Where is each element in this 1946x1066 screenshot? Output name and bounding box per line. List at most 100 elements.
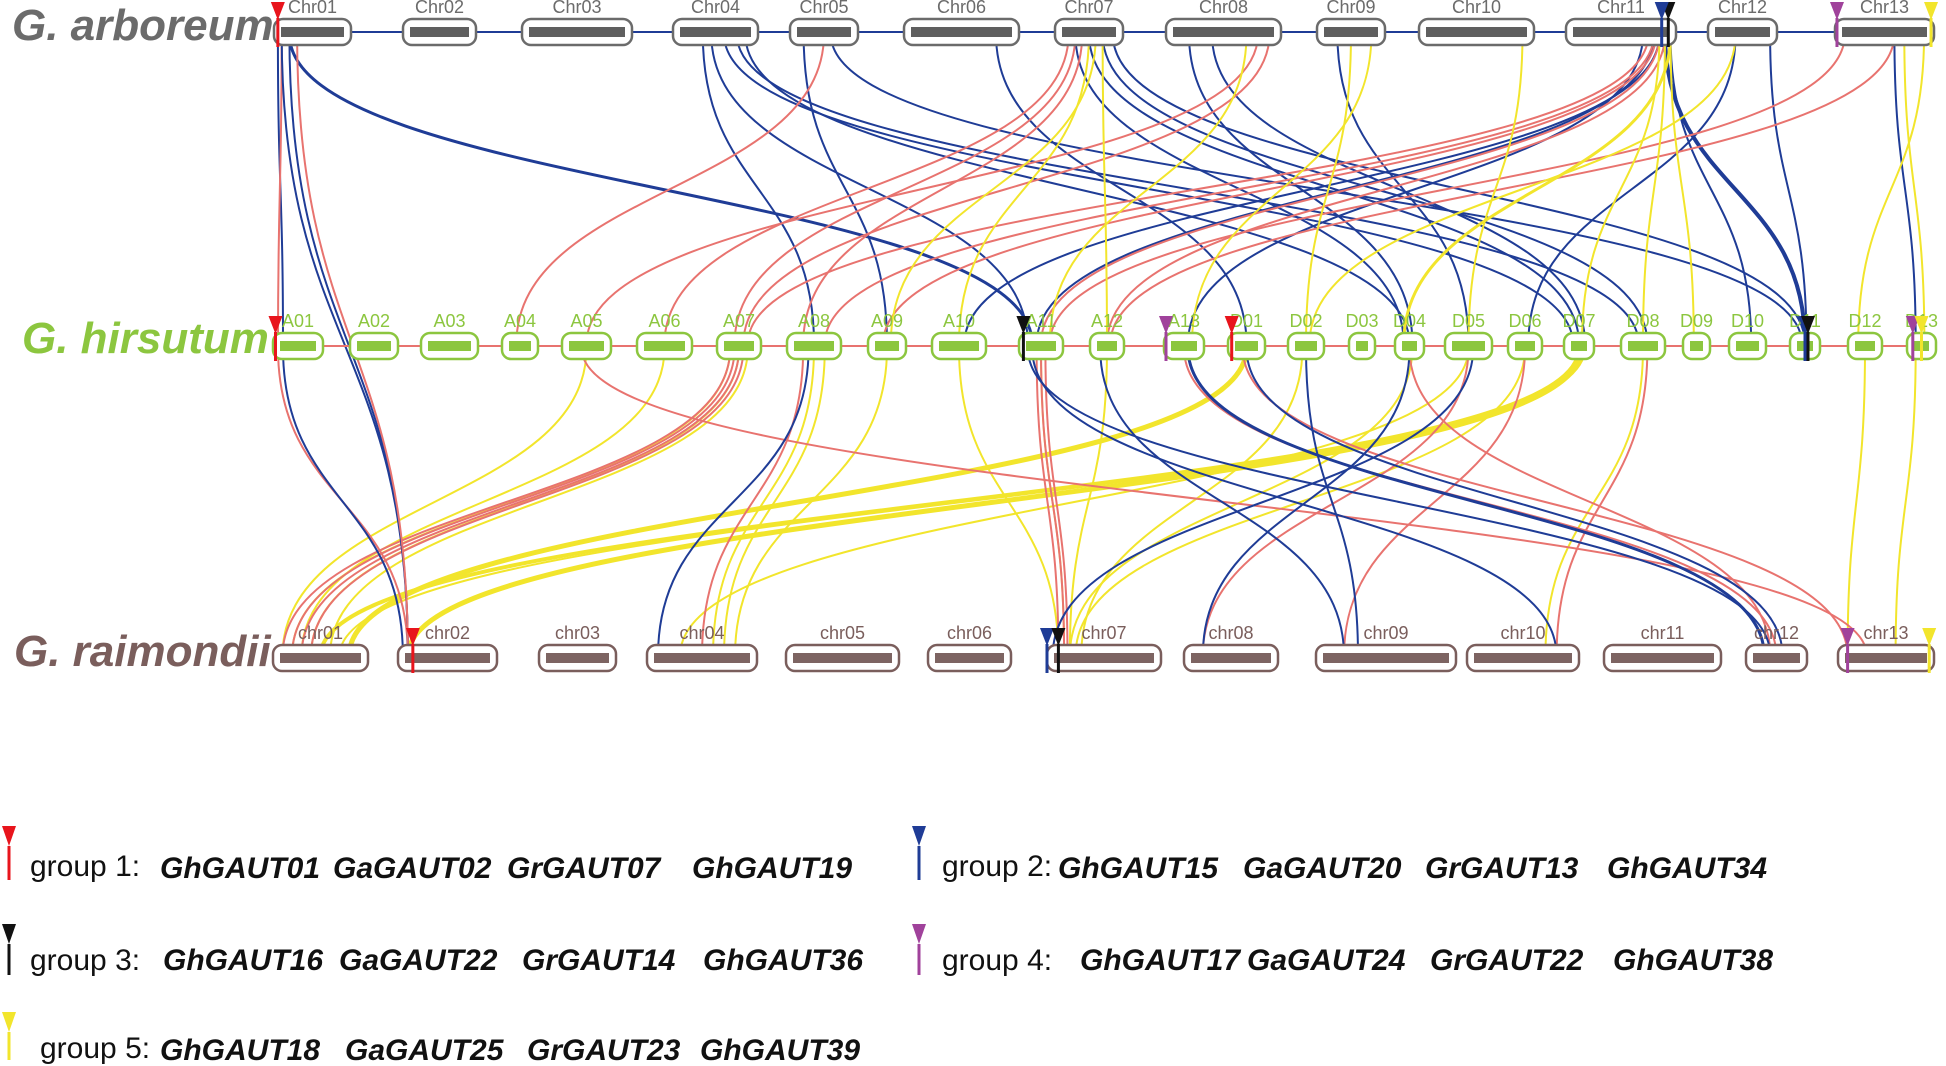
chromosome-ga-chr13: Chr13: [1833, 0, 1936, 47]
synteny-link-blue: [1663, 33, 1807, 345]
chromosome-bar: [1426, 27, 1527, 37]
gene-marker-group-5: [1924, 2, 1939, 47]
chromosome-label: chr10: [1500, 623, 1545, 643]
synteny-link-yellow: [889, 33, 1097, 345]
synteny-link-blue: [735, 33, 1640, 345]
chromosome-bar: [529, 27, 625, 37]
chromosome-label: A05: [570, 311, 602, 331]
gene-marker-group-5: [1922, 628, 1937, 673]
chromosome-label: A10: [943, 311, 975, 331]
chromosome-gr-chr07: chr07: [1045, 623, 1163, 673]
marker-head: [1829, 2, 1844, 20]
chromosome-label: Chr06: [937, 0, 986, 17]
synteny-link-blue: [1111, 33, 1806, 345]
legend: group 1: GhGAUT01 GaGAUT02 GrGAUT07 GhGA…: [2, 826, 1773, 1066]
chromosome-bar: [1753, 653, 1800, 663]
chromosome-label: A11: [1026, 311, 1057, 331]
synteny-link-blue: [1187, 33, 1644, 345]
marker-head: [1914, 316, 1929, 334]
synteny-link-segmental: [663, 33, 1070, 345]
synteny-link-yellow: [318, 347, 1581, 657]
chromosome-label: Chr03: [552, 0, 601, 17]
chromosome-label: chr05: [820, 623, 865, 643]
chromosome-gh-d08: D08: [1619, 311, 1667, 361]
synteny-link-yellow: [1402, 33, 1672, 345]
chromosome-label: D04: [1393, 311, 1426, 331]
gene-marker-group-3: [1016, 316, 1031, 361]
synteny-link-segmental: [585, 33, 1259, 345]
chromosome-bar: [357, 341, 391, 351]
chromosome-gr-chr05: chr05: [784, 623, 901, 673]
chromosome-gr-chr04: chr04: [645, 623, 759, 673]
synteny-links: [276, 33, 1926, 657]
legend-item-group-4: group 4: GhGAUT17 GaGAUT24 GrGAUT22 GhGA…: [912, 924, 1773, 977]
gene-markers: [268, 2, 1939, 673]
synteny-link-yellow: [300, 347, 666, 657]
group-4-gene-3: GrGAUT22: [1430, 944, 1584, 977]
chromosome-bar: [911, 27, 1012, 37]
synteny-link-yellow: [1048, 33, 1248, 345]
chromosome-label: chr13: [1863, 623, 1908, 643]
synteny-link-segmental: [1109, 33, 1896, 345]
marker-head: [1224, 316, 1239, 334]
gene-marker-group-1: [270, 2, 285, 47]
synteny-link-yellow: [1857, 33, 1926, 345]
synteny-link-blue: [1669, 33, 1753, 345]
chromosome-ga-chr08: Chr08: [1164, 0, 1283, 47]
gene-marker-group-4: [1829, 2, 1844, 47]
chromosome-bar: [1026, 341, 1056, 351]
chromosome-gh-a10: A10: [930, 311, 988, 361]
marker-head: [405, 628, 420, 646]
chromosome-bar: [724, 341, 754, 351]
chromosome-gr-chr10: chr10: [1465, 623, 1581, 673]
synteny-link-segmental: [1040, 33, 1661, 345]
gene-marker-group-1: [268, 316, 283, 361]
synteny-link-blue: [1031, 347, 1558, 657]
chromosome-label: chr12: [1754, 623, 1799, 643]
chromosome-gh-d01: D01: [1226, 311, 1267, 361]
genome-label-ga: G. arboreum: [12, 1, 274, 50]
synteny-link-blue: [963, 33, 1661, 345]
synteny-link-yellow: [281, 347, 588, 657]
synteny-link-yellow: [1669, 33, 1695, 345]
chromosome-bar: [1295, 341, 1317, 351]
synteny-link-segmental: [291, 347, 736, 657]
synteny-link-blue: [1211, 33, 1586, 345]
synteny-link-blue: [1099, 347, 1345, 657]
synteny-link-blue: [1769, 33, 1808, 345]
synteny-link-yellow: [679, 347, 1470, 657]
chromosome-label: Chr01: [288, 0, 337, 17]
marker-head: [270, 2, 285, 20]
synteny-link-yellow: [1894, 347, 1917, 657]
legend-item-group-5: group 5: GhGAUT18 GaGAUT25 GrGAUT23 GhGA…: [2, 1012, 860, 1066]
synteny-link-yellow: [1642, 33, 1666, 345]
chromosome-label: Chr09: [1326, 0, 1375, 17]
synteny-link-segmental: [1035, 347, 1060, 657]
chromosome-bar: [1736, 341, 1759, 351]
group-2-gene-4: GhGAUT34: [1607, 852, 1767, 885]
synteny-link-segmental: [1048, 33, 1846, 345]
chromosome-gh-d04: D04: [1393, 311, 1426, 361]
group-3-gene-3: GrGAUT14: [522, 944, 676, 977]
chromosome-bar: [1628, 341, 1658, 351]
chromosome-ga-chr07: Chr07: [1053, 0, 1125, 47]
synteny-link-blue: [1201, 347, 1411, 657]
chromosome-bar: [410, 27, 469, 37]
chromosome-label: chr07: [1081, 623, 1126, 643]
synteny-link-blue: [1186, 347, 1766, 657]
group-2-gene-3: GrGAUT13: [1425, 852, 1579, 885]
synteny-link-blue: [1088, 33, 1580, 345]
gene-marker-group-5: [1914, 316, 1929, 361]
marker-head: [1924, 2, 1939, 20]
synteny-link-blue: [1051, 347, 1475, 657]
marker-head: [1051, 628, 1066, 646]
group-5-gene-1: GhGAUT18: [160, 1034, 320, 1066]
synteny-link-blue: [744, 33, 1411, 345]
chromosome-gr-chr09: chr09: [1314, 623, 1458, 673]
chromosome-label: Chr12: [1718, 0, 1767, 17]
legend-item-group-1: group 1: GhGAUT01 GaGAUT02 GrGAUT07 GhGA…: [2, 826, 852, 885]
chromosome-label: Chr08: [1199, 0, 1248, 17]
synteny-link-yellow: [1846, 347, 1866, 657]
